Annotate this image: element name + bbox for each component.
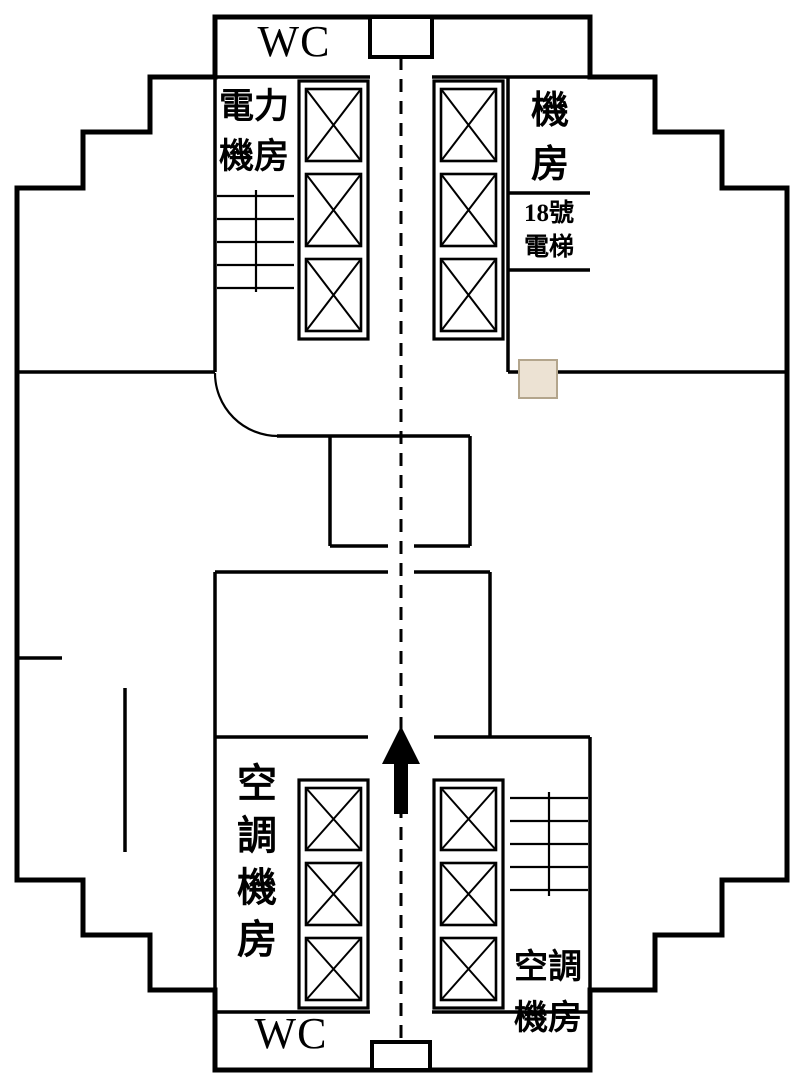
label-ac-room-left-char2: 調 bbox=[237, 813, 277, 858]
label-wc-bottom: WC bbox=[254, 1009, 328, 1058]
elevator-x bbox=[305, 88, 362, 332]
bottom-duct-box bbox=[370, 1040, 432, 1072]
door-arc bbox=[213, 372, 279, 438]
stairs-top-left bbox=[217, 190, 294, 292]
label-ac-room-right-line2: 機房 bbox=[514, 1000, 582, 1037]
building-outline bbox=[14, 14, 790, 1073]
label-ac-room-left: 空 調 機 房 bbox=[222, 758, 292, 966]
label-machine-room-line2: 房 bbox=[530, 144, 569, 186]
elevator-bank-bottom-left bbox=[297, 778, 370, 1010]
label-ac-room-right: 空調 機房 bbox=[498, 942, 598, 1044]
service-box bbox=[518, 359, 558, 399]
elevator-x bbox=[305, 787, 362, 1001]
stairs-bottom-right bbox=[510, 792, 588, 896]
up-arrow-icon bbox=[382, 726, 420, 814]
label-power-room: 電力 機房 bbox=[210, 82, 298, 182]
label-elevator-18-line2: 電梯 bbox=[523, 234, 574, 261]
label-ac-room-left-char3: 機 bbox=[237, 865, 277, 910]
label-machine-room: 機 房 bbox=[508, 84, 592, 192]
top-duct-box bbox=[368, 15, 434, 59]
label-wc-top: WC bbox=[257, 17, 331, 66]
elevator-bank-top-right bbox=[432, 79, 505, 341]
interior-walls bbox=[17, 75, 787, 1014]
elevator-bank-top-left bbox=[297, 79, 370, 341]
elevator-x bbox=[440, 787, 497, 1001]
label-ac-room-left-char1: 空 bbox=[237, 761, 277, 806]
elevator-x bbox=[440, 88, 497, 332]
label-ac-room-right-line1: 空調 bbox=[514, 949, 582, 986]
label-power-room-line2: 機房 bbox=[218, 137, 289, 176]
label-elevator-18: 18號 電梯 bbox=[504, 197, 594, 265]
elevator-bank-bottom-right bbox=[432, 778, 505, 1010]
label-ac-room-left-char4: 房 bbox=[237, 917, 277, 962]
label-elevator-18-line1: 18號 bbox=[523, 200, 574, 227]
label-machine-room-line1: 機 bbox=[530, 90, 569, 132]
label-power-room-line1: 電力 bbox=[218, 87, 289, 126]
